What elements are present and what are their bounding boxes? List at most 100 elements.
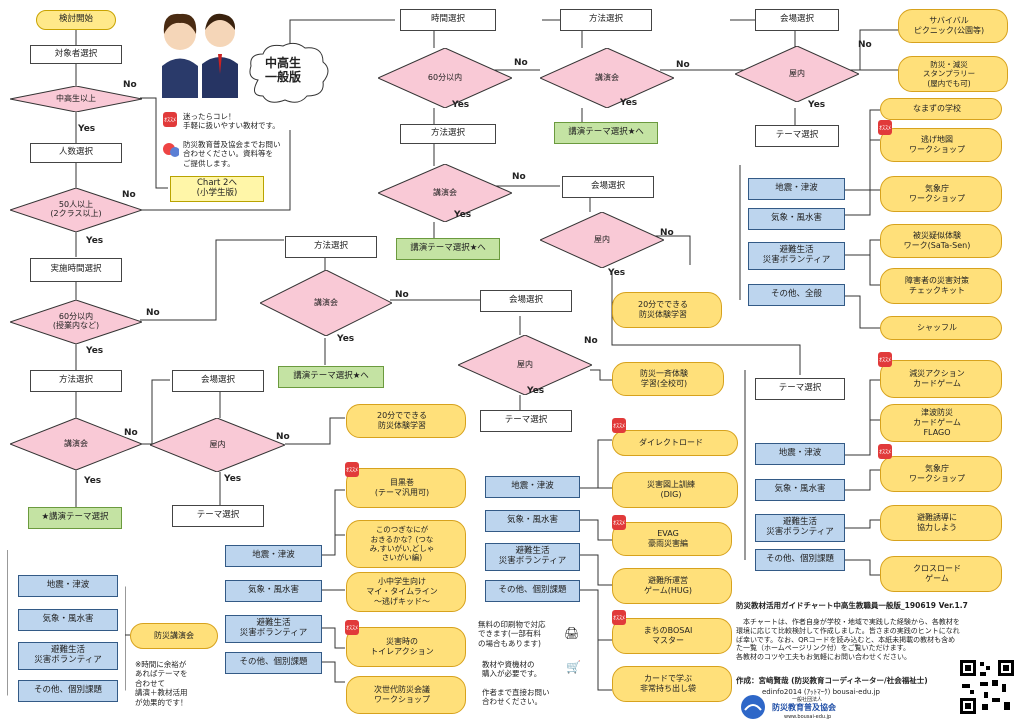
theme-other-all[interactable]: その他、全般 xyxy=(748,284,845,306)
decision-indoor-right[interactable]: 屋内 xyxy=(735,46,859,102)
decision-indoor-top[interactable]: 屋内 xyxy=(540,212,664,268)
method-select-mid[interactable]: 方法選択 xyxy=(285,236,377,258)
qr-code-icon xyxy=(958,658,1016,716)
yes-label: Yes xyxy=(337,334,355,344)
no-label: No xyxy=(512,172,526,182)
theme-weather[interactable]: 気象・風水害 xyxy=(485,510,580,532)
result-evag[interactable]: EVAG 豪雨災害編 xyxy=(612,522,732,556)
result-namazu[interactable]: なまずの学校 xyxy=(880,98,1002,120)
lecture-theme-select[interactable]: ★講演テーマ選択 xyxy=(28,507,122,529)
theme-weather[interactable]: 気象・風水害 xyxy=(18,609,118,631)
decision-lecture-top[interactable]: 講演会 xyxy=(378,164,512,222)
result-20min-a[interactable]: 20分でできる 防災体験学習 xyxy=(346,404,466,438)
theme-other[interactable]: その他、個別課題 xyxy=(225,652,322,674)
result-gensai[interactable]: 減災アクション カードゲーム xyxy=(880,360,1002,398)
venue-select-right[interactable]: 会場選択 xyxy=(755,9,839,31)
legend-ask-text: 防災教育普及協会までお問い 合わせください。資料等を ご提供します。 xyxy=(183,140,281,168)
theme-weather[interactable]: 気象・風水害 xyxy=(755,479,845,501)
decision-60min-class[interactable]: 60分以内 (授業内など) xyxy=(10,300,142,344)
no-label: No xyxy=(146,308,160,318)
decision-indoor-mid[interactable]: 屋内 xyxy=(458,335,592,395)
target-select[interactable]: 対象者選択 xyxy=(30,45,122,64)
theme-shelter[interactable]: 避難生活 災害ボランティア xyxy=(18,642,118,670)
characters-illustration xyxy=(162,13,238,98)
method-select[interactable]: 方法選択 xyxy=(30,370,122,392)
theme-quake[interactable]: 地震・津波 xyxy=(18,575,118,597)
lecture-theme-link-top2[interactable]: 講演テーマ選択★へ xyxy=(554,122,658,144)
recommend-icon: ｵｽｽﾒ xyxy=(163,112,177,127)
time-select-top[interactable]: 時間選択 xyxy=(400,9,496,31)
theme-quake[interactable]: 地震・津波 xyxy=(485,476,580,498)
result-nige[interactable]: 逃げ地図 ワークショップ xyxy=(880,128,1002,162)
theme-quake[interactable]: 地震・津波 xyxy=(755,443,845,465)
result-hug[interactable]: 避難所運営 ゲーム(HUG) xyxy=(612,568,732,604)
theme-weather[interactable]: 気象・風水害 xyxy=(225,580,322,602)
decision-lecture-top2[interactable]: 講演会 xyxy=(540,48,674,108)
result-direct[interactable]: ダイレクトロード xyxy=(612,430,738,456)
result-machi[interactable]: まちのBOSAI マスター xyxy=(612,618,732,654)
result-shogai[interactable]: 障害者の災害対策 チェックキット xyxy=(880,268,1002,304)
lecture-theme-link-top[interactable]: 講演テーマ選択★へ xyxy=(396,238,500,260)
result-dig[interactable]: 災害図上訓練 (DIG) xyxy=(612,472,738,508)
result-survival[interactable]: サバイバル ピクニック(公園等) xyxy=(898,9,1008,43)
result-issei[interactable]: 防災一斉体験 学習(全校可) xyxy=(612,362,724,396)
theme-other[interactable]: その他、個別課題 xyxy=(485,580,580,602)
result-toilet[interactable]: 災害時の トイレアクション xyxy=(346,627,466,667)
result-bousai-lecture[interactable]: 防災講演会 xyxy=(130,623,218,649)
result-kisho-ws[interactable]: 気象庁 ワークショップ xyxy=(880,176,1002,212)
venue-select[interactable]: 会場選択 xyxy=(172,370,264,392)
result-konotsugi[interactable]: このつぎなにが おきるかな？(つな み,すいがい,どしゃ さいがい編) xyxy=(346,520,466,568)
method-select-top[interactable]: 方法選択 xyxy=(400,124,496,144)
theme-quake[interactable]: 地震・津波 xyxy=(748,178,845,200)
result-satasen[interactable]: 被災疑似体験 ワーク(SaTa-Sen) xyxy=(880,224,1002,258)
theme-quake[interactable]: 地震・津波 xyxy=(225,545,322,567)
footer-contact: edinfo2014 (ｱｯﾄﾏｰｸ) bousai-edu.jp xyxy=(762,688,880,696)
yes-label: Yes xyxy=(620,98,638,108)
theme-other[interactable]: その他、個別課題 xyxy=(755,549,845,571)
theme-shelter[interactable]: 避難生活 災害ボランティア xyxy=(225,615,322,643)
venue-select-mid[interactable]: 会場選択 xyxy=(480,290,572,312)
result-card[interactable]: カードで学ぶ 非常持ち出し袋 xyxy=(612,666,732,702)
decision-indoor[interactable]: 屋内 xyxy=(150,418,285,472)
legend-recommend-text: 迷ったらコレ！ 手軽に扱いやすい教材です。 xyxy=(183,112,280,131)
theme-select-right2[interactable]: テーマ選択 xyxy=(755,378,845,400)
no-label: No xyxy=(123,80,137,90)
result-tsunami[interactable]: 津波防災 カードゲーム FLAGO xyxy=(880,404,1002,442)
theme-select-mid[interactable]: テーマ選択 xyxy=(480,410,572,432)
theme-shelter[interactable]: 避難生活 災害ボランティア xyxy=(755,514,845,542)
lecture-theme-link[interactable]: 講演テーマ選択★へ xyxy=(278,366,384,388)
result-jisedai[interactable]: 次世代防災会議 ワークショップ xyxy=(346,676,466,714)
footer-org-small: 一般社団法人 xyxy=(792,697,823,703)
decision-60min[interactable]: 60分以内 xyxy=(378,48,512,108)
time-select[interactable]: 実施時間選択 xyxy=(30,258,122,282)
theme-shelter[interactable]: 避難生活 災害ボランティア xyxy=(748,242,845,270)
theme-weather[interactable]: 気象・風水害 xyxy=(748,208,845,230)
result-kisho2[interactable]: 気象庁 ワークショップ xyxy=(880,456,1002,492)
note-contact: 作者まで直接お問い 合わせください。 xyxy=(482,688,550,707)
result-meguro[interactable]: 目黒巻 (テーマ汎用可) xyxy=(346,468,466,508)
result-crossroad[interactable]: クロスロード ゲーム xyxy=(880,556,1002,592)
printer-icon: 🖨 xyxy=(564,626,580,640)
yes-label: Yes xyxy=(454,210,472,220)
result-20min-b[interactable]: 20分でできる 防災体験学習 xyxy=(612,292,722,328)
theme-select-right[interactable]: テーマ選択 xyxy=(755,125,839,147)
venue-select-top[interactable]: 会場選択 xyxy=(562,176,654,198)
no-label: No xyxy=(858,40,872,50)
decision-50-people[interactable]: 50人以上 (2クラス以上) xyxy=(10,188,142,232)
result-shuffle[interactable]: シャッフル xyxy=(880,316,1002,340)
result-hinan[interactable]: 避難誘導に 協力しよう xyxy=(880,505,1002,541)
theme-select[interactable]: テーマ選択 xyxy=(172,505,264,527)
result-stamp[interactable]: 防災・減災 スタンプラリー (屋内でも可) xyxy=(898,56,1008,92)
no-label: No xyxy=(276,432,290,442)
result-shochu[interactable]: 小中学生向け マイ・タイムライン ～逃げキッド～ xyxy=(346,572,466,612)
people-select[interactable]: 人数選択 xyxy=(30,143,122,163)
chart2-link[interactable]: Chart 2へ (小学生版) xyxy=(170,176,264,202)
theme-other[interactable]: その他、個別課題 xyxy=(18,680,118,702)
note-buy: 教材や資機材の 購入が必要です。 xyxy=(482,660,542,679)
start-node[interactable]: 検討開始 xyxy=(36,10,116,30)
decision-lecture-mid[interactable]: 講演会 xyxy=(260,270,392,336)
decision-lecture[interactable]: 講演会 xyxy=(10,418,142,470)
decision-high-school[interactable]: 中高生以上 xyxy=(10,86,142,112)
theme-shelter[interactable]: 避難生活 災害ボランティア xyxy=(485,543,580,571)
method-select-top2[interactable]: 方法選択 xyxy=(560,9,652,31)
